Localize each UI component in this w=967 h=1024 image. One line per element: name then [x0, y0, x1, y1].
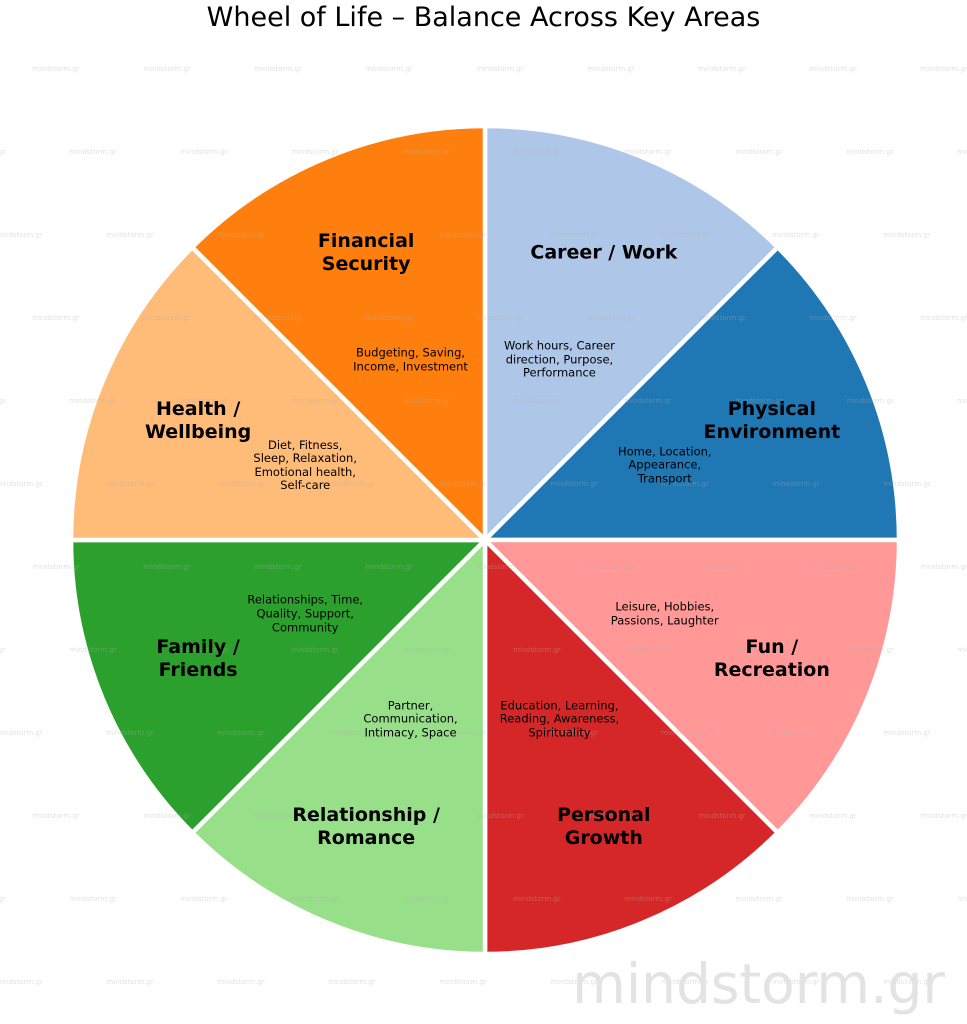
segment-description-fun-recreation: Leisure, Hobbies, Passions, Laughter	[610, 599, 719, 628]
pie-wedge-physical-environment	[482, 245, 902, 543]
segment-title-fun-recreation: Fun / Recreation	[713, 636, 830, 681]
pie-wedge-family-friends	[68, 537, 488, 835]
pie-wedge-relationship-romance	[190, 537, 488, 957]
segment-title-relationship-romance: Relationship / Romance	[292, 804, 440, 849]
segment-title-health-wellbeing: Health / Wellbeing	[144, 398, 252, 444]
pie-wedge-personal-growth	[482, 537, 780, 957]
segment-description-relationship-romance: Partner, Communication, Intimacy, Space	[363, 698, 458, 740]
chart-title: Wheel of Life – Balance Across Key Areas	[206, 2, 761, 33]
segment-description-personal-growth: Education, Learning, Reading, Awareness,…	[499, 698, 620, 740]
pie-wedge-financial-security	[190, 123, 488, 543]
pie-wedge-career-work	[482, 123, 780, 543]
segment-title-family-friends: Family / Friends	[156, 636, 240, 681]
segment-title-career-work: Career / Work	[530, 241, 678, 264]
segment-description-physical-environment: Home, Location, Appearance, Transport	[617, 444, 712, 486]
segment-title-personal-growth: Personal Growth	[557, 804, 651, 849]
segment-description-family-friends: Relationships, Time, Quality, Support, C…	[247, 593, 364, 635]
segment-title-physical-environment: Physical Environment	[703, 398, 841, 444]
pie-wedge-health-wellbeing	[68, 245, 488, 543]
segment-description-career-work: Work hours, Career direction, Purpose, P…	[504, 338, 615, 380]
watermark-text: mindstorm.gr	[572, 952, 945, 1016]
segment-title-financial-security: Financial Security	[317, 230, 415, 276]
segment-description-health-wellbeing: Diet, Fitness, Sleep, Relaxation, Emotio…	[253, 437, 358, 493]
segment-description-financial-security: Budgeting, Saving, Income, Investment	[353, 345, 468, 374]
pie-wedge-fun-recreation	[482, 537, 902, 835]
